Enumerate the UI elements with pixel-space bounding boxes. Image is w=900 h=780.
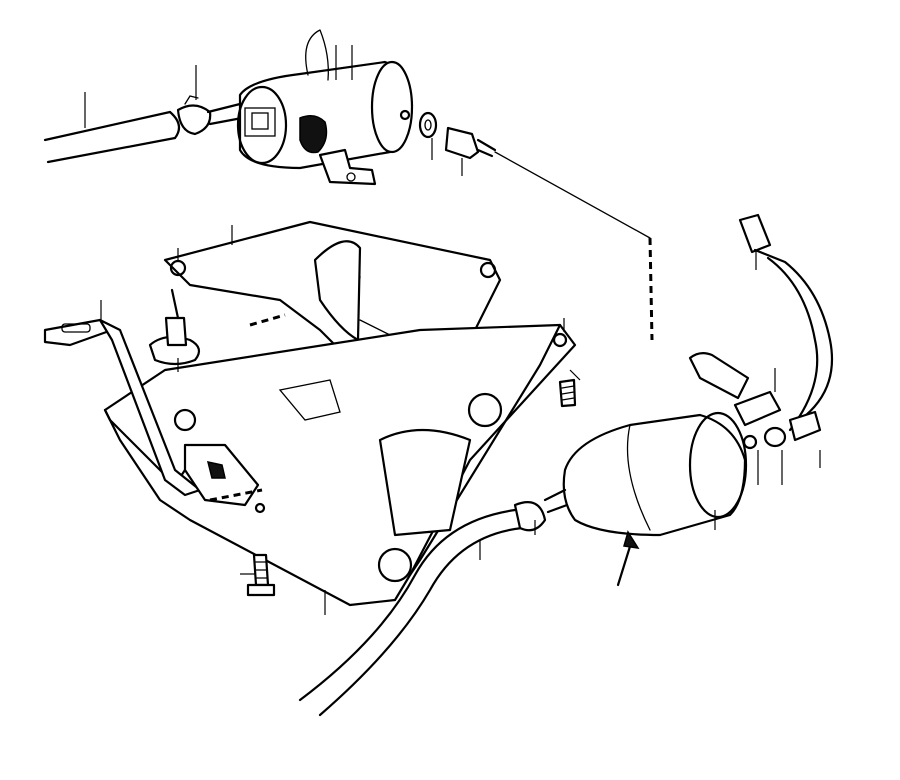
callout-leaders bbox=[84, 45, 821, 615]
fuel-hose-outlet bbox=[298, 501, 547, 717]
direction-arrow-head bbox=[623, 530, 640, 549]
union-nipple bbox=[444, 126, 497, 160]
fuel-hose-return bbox=[738, 213, 834, 442]
sealing-washer bbox=[418, 111, 438, 139]
assembly-line-2 bbox=[648, 237, 654, 341]
fuel-hose-inlet bbox=[43, 110, 181, 164]
fuel-pump bbox=[236, 29, 414, 186]
hose-clamp-top bbox=[176, 95, 212, 136]
assembly-line-1 bbox=[494, 151, 651, 239]
fuel-filter bbox=[543, 411, 748, 537]
rubber-bushing bbox=[148, 288, 201, 366]
bolt-right bbox=[558, 378, 577, 408]
filter-outlet-fittings bbox=[688, 351, 787, 450]
mounting-bracket-plate bbox=[43, 220, 577, 607]
plate-dash-1 bbox=[249, 313, 286, 327]
plate-dash-2 bbox=[209, 488, 263, 502]
bolt-bottom bbox=[246, 553, 276, 597]
pump-inlet-nipple bbox=[206, 102, 244, 126]
